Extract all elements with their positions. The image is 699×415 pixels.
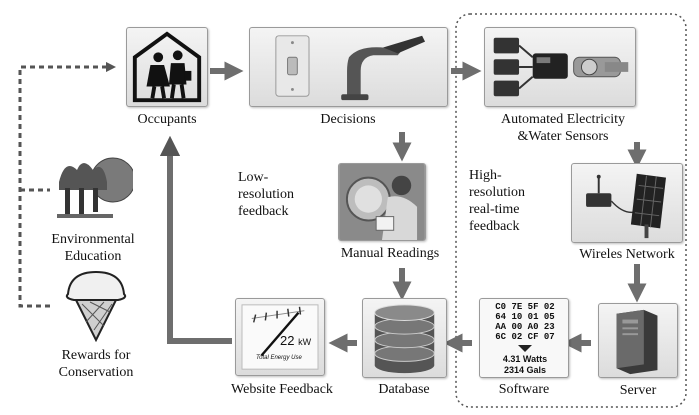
high-res-line: resolution xyxy=(469,185,525,200)
low-res-annotation: Low- resolution feedback xyxy=(238,169,294,220)
occupants-box xyxy=(126,27,208,107)
ice-cream-icon xyxy=(65,270,127,342)
environmental-label-line1: Environmental xyxy=(51,232,135,247)
wireless-label: Wireles Network xyxy=(579,247,675,262)
low-res-line: resolution xyxy=(238,187,294,202)
database-box xyxy=(362,298,447,378)
software-display: C0 7E 5F 02 64 10 01 05 AA 00 A0 23 6C 0… xyxy=(484,302,566,342)
solar-radio-icon xyxy=(586,173,666,239)
gauge-value: 22 kW xyxy=(280,333,311,348)
manual-box xyxy=(338,163,426,241)
trees-icon xyxy=(57,157,133,218)
sensors-box xyxy=(484,27,636,107)
display-row: AA 00 A0 23 xyxy=(495,322,555,332)
sensors-label-line2: &Water Sensors xyxy=(517,129,609,144)
low-res-line: feedback xyxy=(238,204,289,219)
website-box: 22 kW Total Energy Use xyxy=(235,298,325,376)
database-icon xyxy=(374,304,435,374)
high-res-annotation: High- resolution real-time feedback xyxy=(469,167,525,235)
server-box xyxy=(598,303,678,378)
website-label: Website Feedback xyxy=(231,382,333,397)
sensors-label-line1: Automated Electricity xyxy=(500,112,625,127)
high-res-line: real-time xyxy=(469,202,520,217)
display-row: C0 7E 5F 02 xyxy=(495,302,555,312)
decisions-box xyxy=(249,27,448,107)
faucet-switch-icon xyxy=(275,35,426,101)
software-box: C0 7E 5F 02 64 10 01 05 AA 00 A0 23 6C 0… xyxy=(479,298,569,378)
wireless-box xyxy=(571,163,683,243)
arrow-website-to-occupants xyxy=(159,135,232,344)
gauge-unit: kW xyxy=(298,337,312,347)
display-row: 64 10 01 05 xyxy=(495,312,555,322)
meter-reading-icon xyxy=(339,164,425,240)
server-icon xyxy=(616,309,658,375)
occupants-house-icon xyxy=(132,31,202,103)
meters-icon xyxy=(493,37,629,97)
high-res-line: feedback xyxy=(469,219,520,234)
occupants-label: Occupants xyxy=(137,112,197,127)
software-label: Software xyxy=(498,382,550,397)
rewards-label-line2: Conservation xyxy=(58,365,134,380)
gauge-icon xyxy=(241,304,319,370)
down-triangle-icon xyxy=(518,345,532,352)
database-label: Database xyxy=(378,382,430,397)
software-watts: 4.31 Watts xyxy=(502,354,548,364)
gauge-caption: Total Energy Use xyxy=(256,355,302,361)
automated-path-boundary xyxy=(455,13,687,408)
decisions-label: Decisions xyxy=(320,112,376,127)
manual-label: Manual Readings xyxy=(340,246,440,261)
rewards-label-line1: Rewards for xyxy=(61,348,131,363)
gauge-number: 22 xyxy=(280,333,295,348)
environmental-label-line2: Education xyxy=(64,249,122,264)
software-gals: 2314 Gals xyxy=(503,365,547,375)
server-label: Server xyxy=(619,383,657,398)
low-res-line: Low- xyxy=(238,170,269,185)
rewards-box xyxy=(56,268,136,342)
environmental-box xyxy=(53,152,133,230)
display-row: 6C 02 CF 07 xyxy=(495,332,555,342)
high-res-line: High- xyxy=(469,168,502,183)
